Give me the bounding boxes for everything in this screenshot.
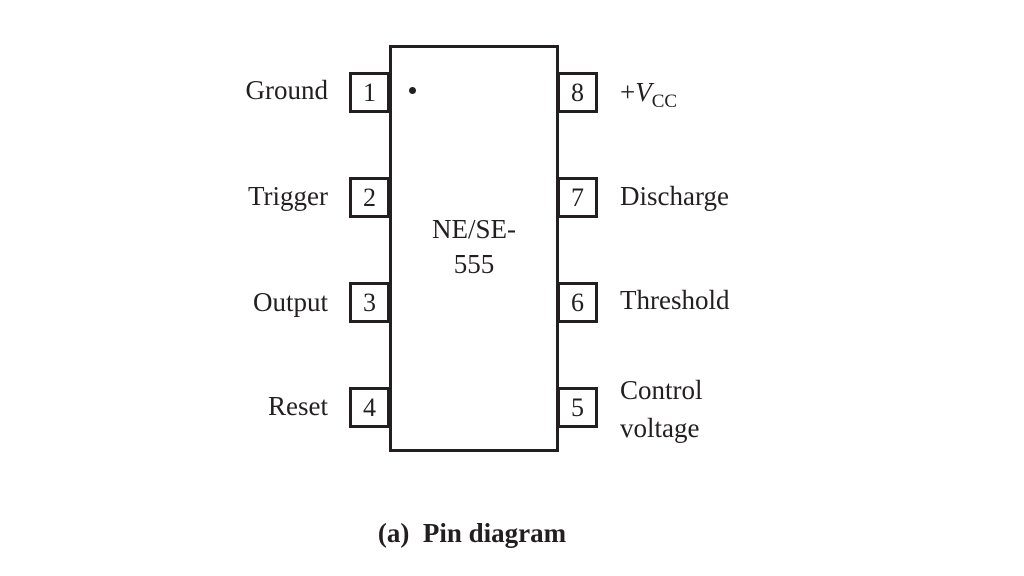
figure-caption: (a) Pin diagram bbox=[0, 518, 944, 549]
pin-7-box: 7 bbox=[557, 177, 598, 218]
pin-5-box: 5 bbox=[557, 387, 598, 428]
caption-text: Pin diagram bbox=[422, 518, 567, 548]
pin-2-box: 2 bbox=[349, 177, 390, 218]
pin-5-label-line1: Control bbox=[620, 375, 703, 405]
pin-4-box: 4 bbox=[349, 387, 390, 428]
pin1-indicator-dot bbox=[409, 87, 416, 94]
chip-name-line2: 555 bbox=[453, 249, 495, 279]
chip-name-line1: NE/SE- bbox=[432, 214, 516, 244]
caption-tag: (a) bbox=[377, 518, 410, 548]
pin-1-label: Ground bbox=[245, 75, 329, 105]
chip-name: NE/SE- 555 bbox=[389, 212, 559, 282]
pin-8-box: 8 bbox=[557, 72, 598, 113]
pin-5-label: Control voltage bbox=[620, 371, 750, 447]
pin-6-label: Threshold bbox=[620, 285, 730, 315]
pin-8-label-prefix: + bbox=[620, 77, 636, 107]
pin-3-box: 3 bbox=[349, 282, 390, 323]
pin-2-label: Trigger bbox=[247, 181, 328, 211]
pin-8-label-sub: CC bbox=[651, 91, 678, 112]
pin-7-label: Discharge bbox=[620, 181, 729, 211]
pin-6-box: 6 bbox=[557, 282, 598, 323]
pin-8-label: +VCC bbox=[620, 76, 677, 112]
pin-3-label: Output bbox=[252, 287, 328, 317]
pin-8-label-main: V bbox=[635, 77, 652, 107]
pin-5-label-line2: voltage bbox=[620, 413, 700, 443]
pin-1-box: 1 bbox=[349, 72, 390, 113]
ic-body bbox=[389, 45, 559, 452]
pin-4-label: Reset bbox=[268, 391, 328, 421]
